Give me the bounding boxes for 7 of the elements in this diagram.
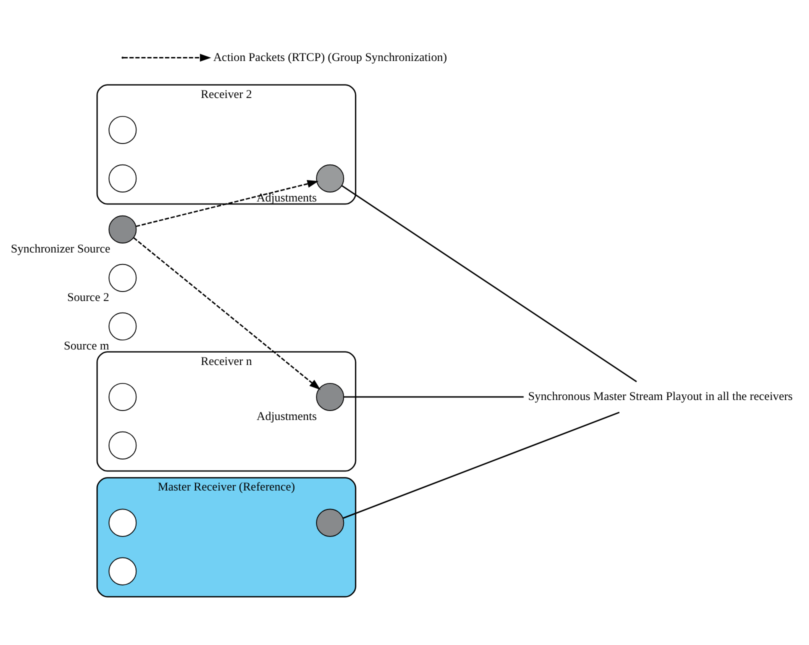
node-label: Synchronizer Source bbox=[10, 241, 110, 256]
legend-label: Action Packets (RTCP) (Group Synchronization) bbox=[213, 49, 447, 64]
node-label: Adjustments bbox=[256, 190, 317, 204]
node-label: Adjustments bbox=[256, 408, 317, 423]
node-label: Source 2 bbox=[67, 290, 110, 304]
node-text: Synchronous Master Stream Playout in all the receivers bbox=[528, 388, 793, 403]
node-label: Source m bbox=[64, 338, 110, 352]
